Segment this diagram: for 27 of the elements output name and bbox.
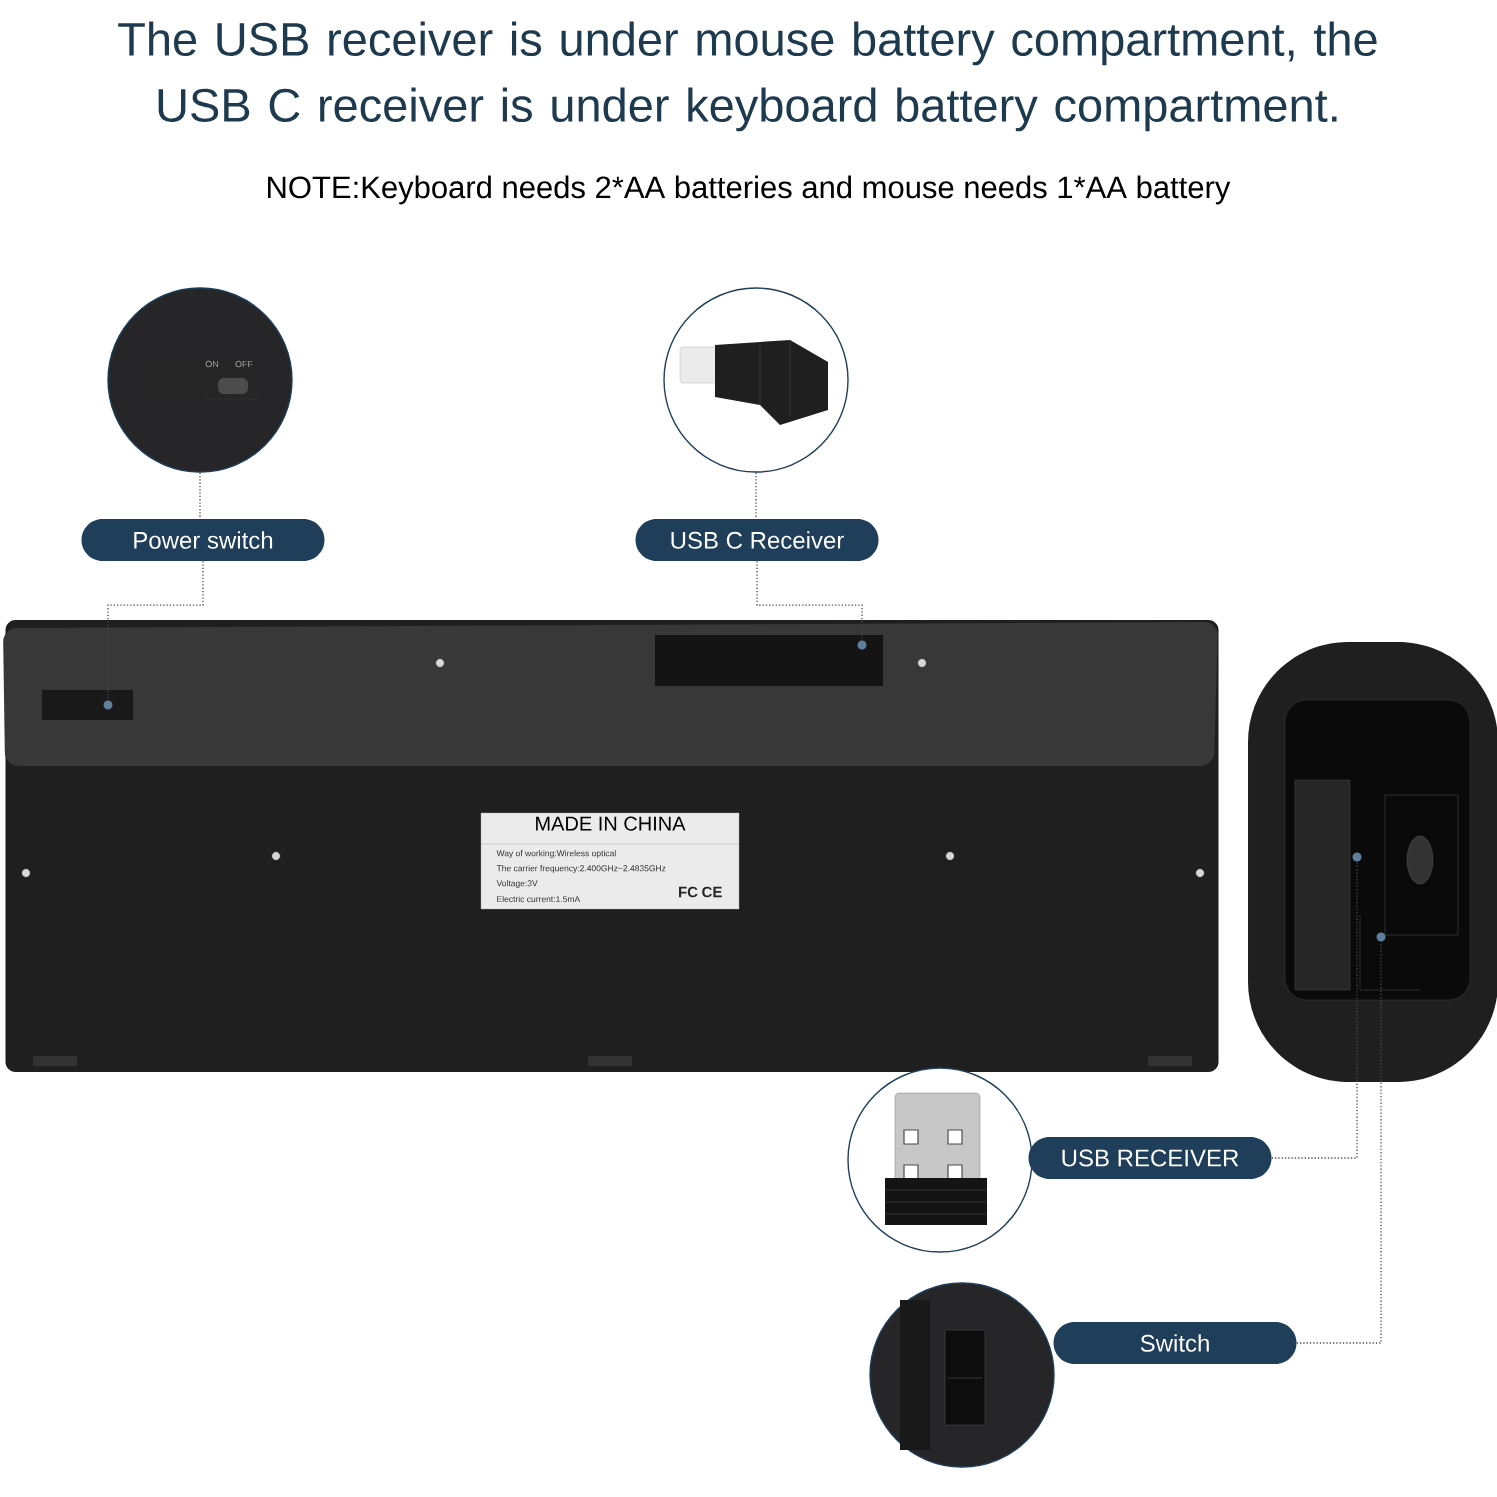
switch-marking: ON bbox=[205, 360, 219, 368]
switch-marking: OFF bbox=[235, 360, 253, 368]
title: The USB receiver is under mouse battery compartment, the USB C receiver is under keyboard battery compartment. bbox=[118, 21, 1377, 132]
certification-mark: FC bbox=[679, 886, 698, 898]
leader-line bbox=[1296, 941, 1382, 1344]
callout-pill: USB C Receiver bbox=[635, 519, 879, 561]
leader-line bbox=[756, 560, 863, 641]
spec-text: The carrier frequency:2.400GHz~2.4835GHz bbox=[496, 865, 666, 873]
note-text: NOTE:Keyboard needs 2*AA batteries and mouse needs 1*AA battery bbox=[268, 175, 1231, 205]
callout-pill: USB RECEIVER bbox=[1028, 1137, 1272, 1179]
plate-heading: MADE IN CHINA bbox=[536, 816, 686, 831]
certification-mark: CE bbox=[702, 886, 722, 898]
leader-line bbox=[1271, 861, 1358, 1159]
leader-line bbox=[755, 472, 757, 520]
leader-line bbox=[199, 472, 201, 520]
spec-text: Electric current:1.5mA bbox=[497, 895, 581, 903]
photo-circle bbox=[869, 1282, 1055, 1468]
photo-circle bbox=[847, 1067, 1033, 1253]
keyboard-drawing bbox=[3, 620, 1219, 1072]
photo-circle bbox=[663, 287, 849, 473]
photo-circle bbox=[107, 287, 293, 473]
spec-text: Voltage:3V bbox=[496, 880, 538, 888]
spec-text: Way of working:Wireless optical bbox=[496, 850, 616, 858]
callout-pill: Switch bbox=[1053, 1322, 1297, 1364]
leader-line bbox=[107, 560, 204, 701]
callout-pill: Power switch bbox=[81, 519, 325, 561]
mouse-drawing bbox=[1248, 642, 1497, 1082]
